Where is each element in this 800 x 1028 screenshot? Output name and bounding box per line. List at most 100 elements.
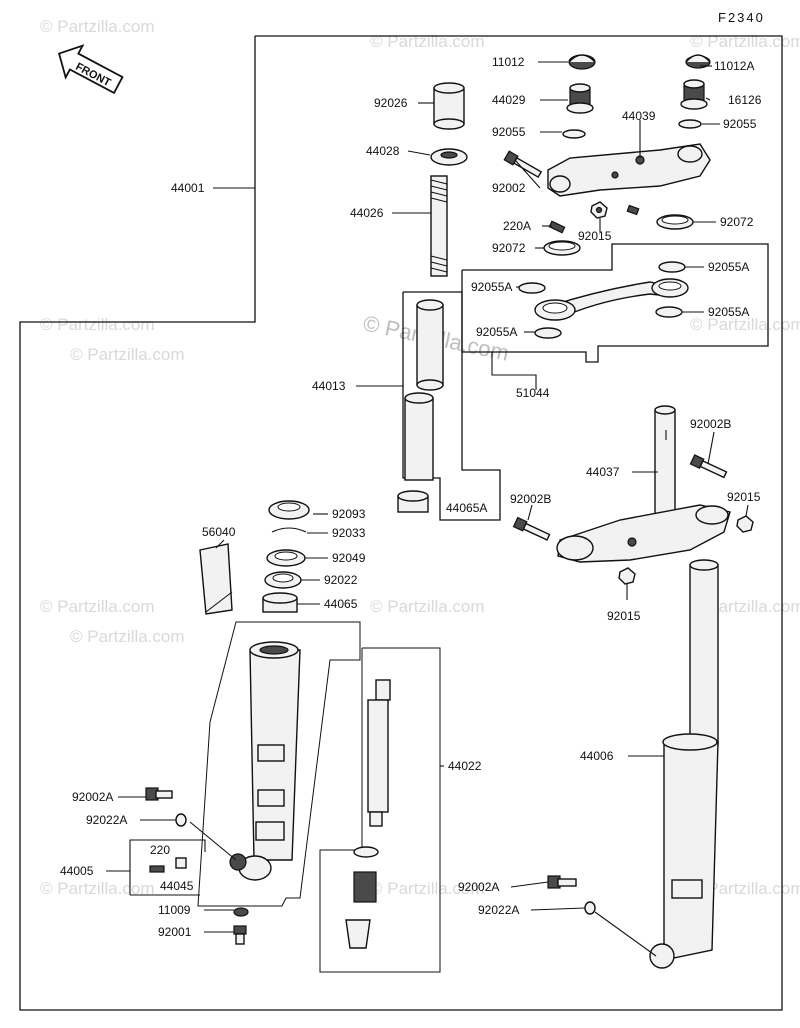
label-44026: 44026 [350,206,384,220]
screw-220 [149,865,165,873]
label-11012: 11012 [492,55,525,69]
spring-44026 [430,175,448,277]
nut-92015-bottom [618,567,636,585]
washer-92022A-right [584,901,596,915]
bolt-92002 [503,150,543,179]
label-44065A: 44065A [446,501,487,515]
label-92093: 92093 [332,507,366,521]
watermark: © Partzilla.com [370,597,485,616]
label-220: 220 [150,843,170,857]
cap-11012 [568,54,596,70]
cap-11012A [685,54,711,69]
oring-92055A-2 [518,282,546,294]
damper-44013 [404,299,444,481]
adjuster-44029 [566,83,594,114]
upper-bracket-44039 [547,143,711,197]
watermark: © Partzilla.com [690,315,800,334]
washer-92022A-left [175,813,187,827]
label-44039: 44039 [622,109,656,123]
label-44029: 44029 [492,93,526,107]
screw-44039-small [626,204,640,216]
label-92022: 92022 [324,573,358,587]
diagram-code: F2340 [718,10,765,25]
watermark: © Partzilla.com [370,32,485,51]
nut-92015-top [590,201,608,219]
label-56040: 56040 [202,525,236,539]
washer-92049 [266,549,306,567]
label-92022A-left: 92022A [86,813,127,827]
oring-92055-left [562,129,586,139]
adjuster-16126 [680,79,708,110]
watermark: © Partzilla.com [40,879,155,898]
label-92033: 92033 [332,526,366,540]
oring-92055A-3 [655,306,683,318]
bolt-92002A-left [145,787,173,801]
bushing-44065A [397,490,429,513]
fork-outer-44005 [229,641,301,881]
dust-seal-92093 [268,500,310,520]
front-arrow-icon: FRONT [58,44,124,95]
watermark: © Partzilla.com [690,32,800,51]
label-44045: 44045 [160,879,194,893]
label-92002B-left: 92002B [510,492,551,506]
label-92001: 92001 [158,925,192,939]
part-labels: 11012 11012A 44029 16126 92026 92055 440… [60,55,762,939]
label-92055-left: 92055 [492,125,526,139]
label-92015-top: 92015 [578,229,612,243]
fork-44006 [649,559,719,969]
clip-92033 [271,527,307,533]
brace-51044 [534,278,689,321]
watermark: © Partzilla.com [70,345,185,364]
label-44013: 44013 [312,379,346,393]
label-92072-right: 92072 [720,215,754,229]
label-16126: 16126 [728,93,762,107]
label-11009: 11009 [158,903,191,917]
clamp-92072-left [543,240,581,256]
watermark: © Partzilla.com [40,17,155,36]
nut-92015-right [736,515,754,533]
label-92015-right: 92015 [727,490,761,504]
bolt-92002A-right [547,875,577,889]
leader-lines [106,61,749,957]
watermark: © Partzilla.com [370,879,485,898]
label-92055-right: 92055 [723,117,757,131]
watermark: © Partzilla.com [70,627,185,646]
label-92049: 92049 [332,551,366,565]
nut-44045 [175,857,187,869]
label-92055A-1: 92055A [708,260,749,274]
assembly-frame-51044 [461,243,769,363]
label-92072-left: 92072 [492,241,526,255]
label-92002: 92002 [492,181,526,195]
label-92055A-4: 92055A [476,325,517,339]
screw-220A [548,220,566,234]
oring-92055-right [678,119,702,129]
collar-92026 [433,82,465,130]
label-56040 [199,543,233,615]
cylinder-44022 [345,679,391,949]
label-92055A-2: 92055A [471,280,512,294]
label-92026: 92026 [374,96,408,110]
stem-44037 [556,405,731,563]
seat-44028 [430,148,468,166]
label-44005: 44005 [60,864,94,878]
label-51044: 51044 [516,386,550,400]
label-92002B-right: 92002B [690,417,731,431]
watermark: © Partzilla.com [40,315,155,334]
oring-92055A-4 [534,327,562,339]
oring-92055A-1 [658,261,686,273]
label-44028: 44028 [366,144,400,158]
bolt-92002B-right [689,454,728,479]
clamp-92072-right [656,214,694,230]
watermark: © Partzilla.com [690,879,800,898]
bushing-44065 [262,592,298,613]
label-11012A: 11012A [714,59,754,73]
bolt-92002B-left [512,516,551,541]
label-92015-bottom: 92015 [607,609,641,623]
watermark: © Partzilla.com [40,597,155,616]
label-92022A-right: 92022A [478,903,519,917]
label-44006: 44006 [580,749,614,763]
seal-92022 [264,571,302,589]
bolt-92001 [233,925,247,945]
